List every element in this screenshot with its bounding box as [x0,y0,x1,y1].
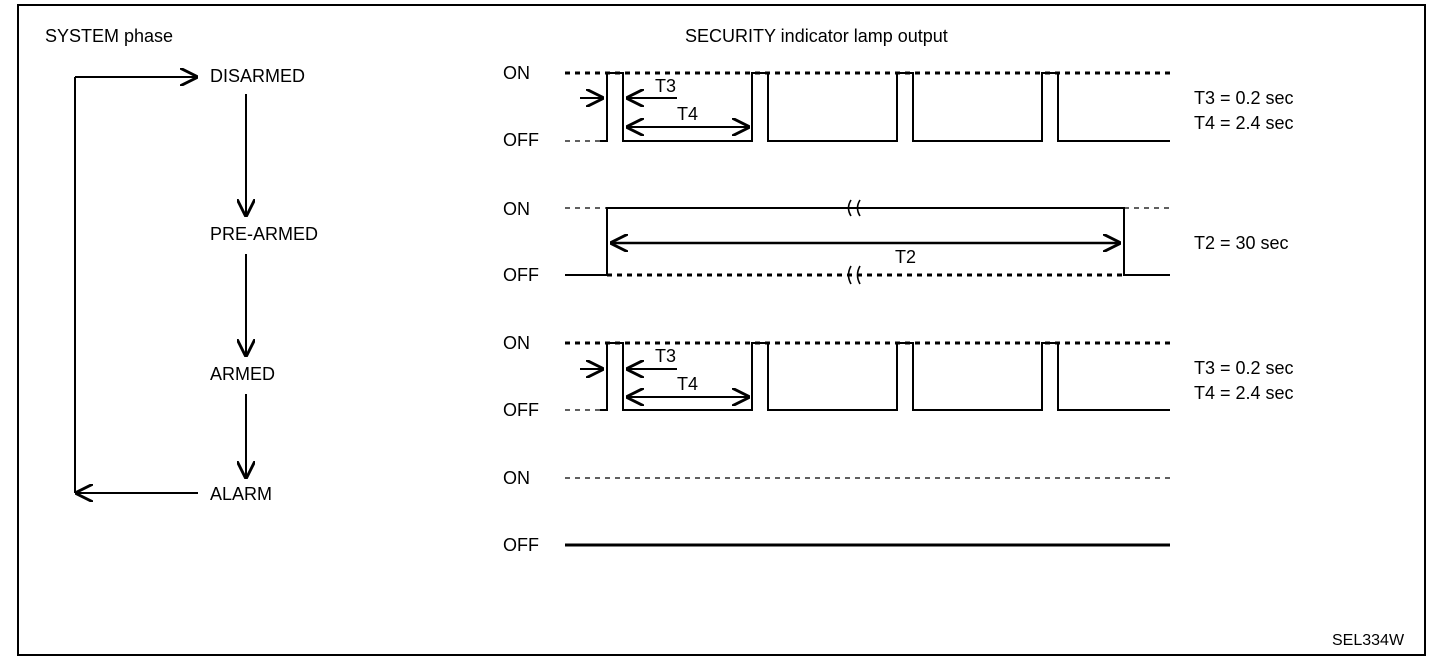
lamp-waveform [600,72,1170,142]
t4-value: T4 = 2.4 sec [1194,383,1294,403]
break-mark-bottom [847,265,861,285]
t3-label: T3 [655,346,676,366]
phase-armed: ARMED [210,364,275,384]
t3-value: T3 = 0.2 sec [1194,358,1294,378]
on-label: ON [503,63,530,83]
t4-value: T4 = 2.4 sec [1194,113,1294,133]
t3-label: T3 [655,76,676,96]
signal-row-alarm: ON OFF [503,468,1170,555]
phase-disarmed: DISARMED [210,66,305,86]
figure-code: SEL334W [1332,632,1405,649]
phase-alarm: ALARM [210,484,272,504]
off-label: OFF [503,265,539,285]
system-phase-heading: SYSTEM phase [45,26,173,46]
off-label: OFF [503,130,539,150]
signal-row-disarmed: ON OFF T3 T4 T3 = 0.2 sec T4 = 2.4 sec [503,63,1294,150]
phase-flow [74,77,246,493]
signal-row-armed: ON OFF T3 T4 T3 = 0.2 sec T4 = 2.4 sec [503,333,1294,420]
on-label: ON [503,468,530,488]
diagram-frame [17,4,1426,656]
off-label: OFF [503,535,539,555]
off-label: OFF [503,400,539,420]
on-label: ON [503,333,530,353]
lamp-waveform [600,342,1170,411]
lamp-waveform [565,207,1170,276]
phase-prearmed: PRE-ARMED [210,224,318,244]
break-mark-top [847,199,861,217]
t2-label: T2 [895,247,916,267]
t2-value: T2 = 30 sec [1194,233,1289,253]
signal-row-prearmed: ON OFF T2 T2 = 30 sec [503,199,1289,285]
t3-value: T3 = 0.2 sec [1194,88,1294,108]
on-label: ON [503,199,530,219]
lamp-output-heading: SECURITY indicator lamp output [685,26,948,46]
t4-label: T4 [677,374,698,394]
t4-label: T4 [677,104,698,124]
